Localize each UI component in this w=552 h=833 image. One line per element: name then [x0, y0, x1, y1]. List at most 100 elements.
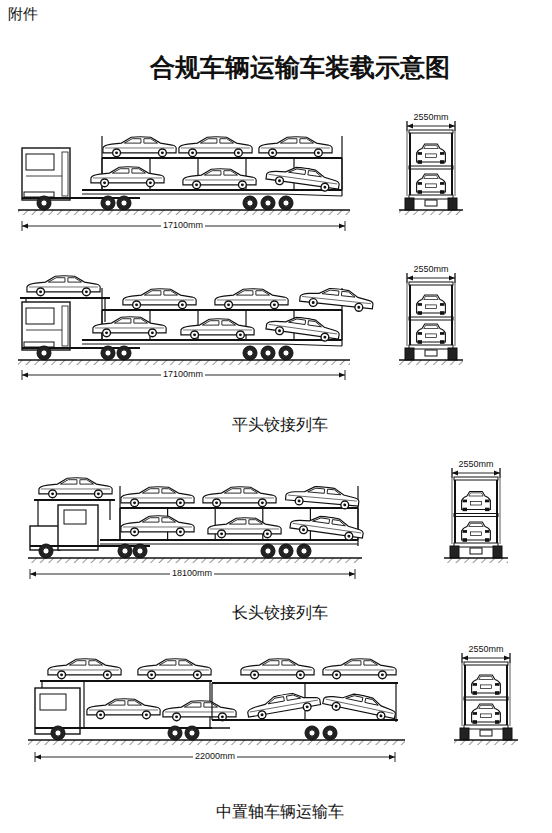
wheel-hub: [121, 200, 127, 206]
stroke: [120, 507, 358, 509]
stroke: [452, 468, 453, 544]
stroke: [100, 539, 358, 541]
dimension-arrow: [452, 471, 500, 476]
stroke: [464, 665, 466, 728]
stroke: [451, 285, 453, 348]
stroke: [83, 681, 84, 728]
part: [26, 308, 54, 324]
sedan: [265, 313, 340, 343]
part: [58, 505, 98, 550]
stroke: [496, 480, 498, 546]
wheel: [39, 544, 53, 558]
car-rear: [417, 295, 446, 315]
dimension-arrow: [407, 276, 455, 281]
wheel-hub: [265, 350, 271, 356]
stroke: [409, 285, 411, 348]
wheel: [101, 346, 115, 360]
stroke: [41, 681, 42, 688]
ground-hatch: [28, 558, 362, 563]
stroke: [82, 194, 282, 195]
wheel: [279, 346, 293, 360]
car-rear: [417, 144, 446, 164]
wheel: [243, 346, 257, 360]
wheel-hub: [283, 200, 289, 206]
part: [405, 348, 414, 360]
sedan: [93, 317, 166, 337]
sedan: [48, 659, 121, 679]
wheel: [297, 544, 311, 558]
wheel-hub: [121, 350, 127, 356]
wheel-hub: [327, 730, 333, 736]
part: [62, 152, 68, 196]
part: [409, 130, 453, 133]
wheel: [261, 196, 275, 210]
car-rear: [417, 174, 446, 194]
stroke: [282, 194, 342, 196]
part: [409, 345, 453, 349]
wheel: [133, 544, 147, 558]
wheel-hub: [55, 730, 61, 736]
part: [464, 725, 508, 729]
wheel-hub: [105, 200, 111, 206]
stroke: [451, 133, 453, 198]
part: [450, 546, 459, 558]
sedan: [121, 487, 194, 507]
stroke: [399, 359, 463, 361]
stroke: [26, 330, 66, 331]
part: [464, 662, 508, 665]
sedan: [215, 289, 288, 309]
part: [405, 198, 414, 210]
wheel: [118, 544, 132, 558]
stroke: [444, 557, 508, 559]
stroke: [215, 508, 216, 540]
wheel-hub: [105, 350, 111, 356]
part: [64, 510, 86, 524]
wheel: [261, 544, 275, 558]
sedan: [241, 659, 314, 679]
stroke: [28, 557, 362, 559]
stroke: [102, 157, 342, 159]
stroke: [109, 500, 110, 520]
stroke: [18, 359, 350, 361]
page-title: 合规车辆运输车装载示意图: [150, 54, 450, 82]
wheel: [117, 346, 131, 360]
sedan: [265, 163, 340, 193]
stroke: [211, 683, 212, 720]
stroke: [212, 727, 230, 729]
part: [409, 195, 453, 199]
stroke: [20, 297, 110, 299]
section-caption: 平头铰接列车: [232, 416, 328, 434]
ground-hatch: [444, 558, 508, 563]
wheel: [51, 726, 65, 740]
wheel: [117, 196, 131, 210]
part: [24, 342, 54, 347]
sedan: [322, 688, 398, 723]
part: [24, 192, 54, 197]
stroke: [409, 133, 411, 198]
part: [470, 548, 482, 554]
stroke: [37, 500, 38, 526]
stroke: [28, 739, 405, 741]
stroke: [452, 473, 500, 474]
wheel: [279, 196, 293, 210]
wheel: [279, 544, 293, 558]
wheel-hub: [247, 200, 253, 206]
sedan: [163, 701, 236, 721]
stroke: [82, 339, 342, 341]
sedan: [87, 699, 160, 719]
sedan: [285, 484, 360, 510]
car-rear: [462, 492, 491, 512]
sedan: [138, 659, 211, 679]
part: [40, 694, 66, 710]
part: [480, 730, 492, 736]
sedan: [323, 659, 396, 679]
dimension-label: 18100mm: [170, 569, 214, 579]
wheel: [261, 346, 275, 360]
sedan: [203, 487, 276, 507]
sedan: [181, 319, 254, 339]
stroke: [510, 653, 511, 726]
wheel: [168, 726, 182, 740]
stroke: [455, 273, 456, 346]
sedan: [39, 478, 112, 498]
ground-hatch: [399, 360, 463, 365]
